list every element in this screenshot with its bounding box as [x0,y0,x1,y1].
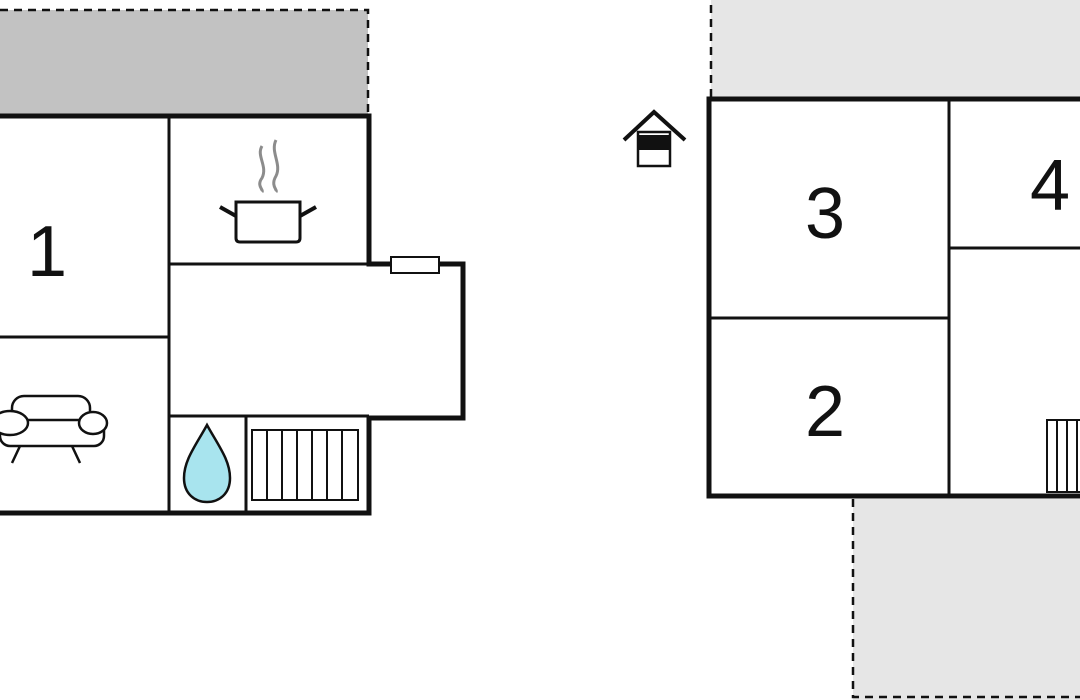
right-outer-wall [706,96,1080,499]
terrace-light-bottom [851,499,1080,700]
room-2-label: 2 [805,372,845,452]
room-1-label: 1 [27,212,67,292]
right-building: 3 2 4 [706,0,1080,700]
left-internal-walls [0,116,369,513]
terrace-light-top [709,0,1080,97]
terrace-dark [0,8,370,114]
window [390,256,440,274]
right-internal-walls [709,99,1080,496]
water-drop-icon [182,422,232,504]
house-entrance-icon [622,109,687,168]
sofa-icon [0,394,109,464]
room-4-label: 4 [1030,146,1070,226]
left-outer-wall [0,113,466,516]
radiator-icon [1046,419,1080,493]
steaming-pot-icon [219,139,317,244]
room-3-label: 3 [805,174,845,254]
left-building: 1 [0,8,466,516]
radiator-icon [251,429,359,501]
